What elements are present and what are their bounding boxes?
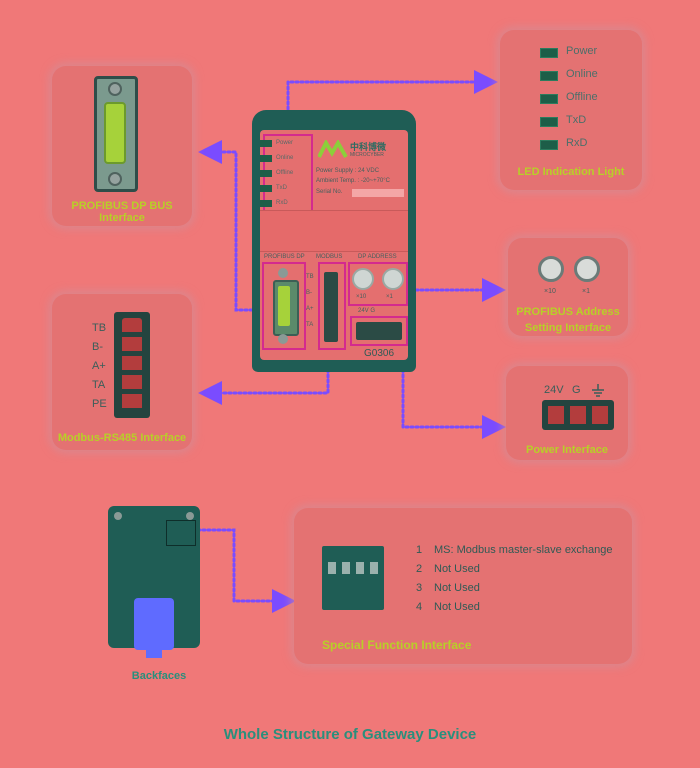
modbus-pin-label: A+ — [306, 306, 314, 312]
dp-bus-caption: PROFIBUS DP BUS Interface — [71, 200, 173, 224]
screw-icon — [114, 512, 122, 520]
modbus-pin-label: TA — [306, 322, 314, 328]
rs485-screws — [122, 318, 142, 412]
db9-pins — [104, 102, 126, 164]
backfaces-caption: Backfaces — [131, 670, 187, 682]
function-item-num: 4 — [416, 601, 423, 613]
device-backface — [108, 506, 200, 658]
power-terminal-screws — [548, 406, 608, 424]
port-label-profibus: PROFIBUS DP — [264, 254, 305, 260]
rs485-label: TB — [92, 322, 107, 334]
power-label-g: G — [572, 384, 581, 396]
led-indication-panel: Power Online Offline TxD RxD LED Indicat… — [500, 30, 642, 190]
profibus-address-panel: ×10 ×1 PROFIBUS Address Setting Interfac… — [508, 238, 628, 336]
ground-icon — [592, 384, 604, 397]
led-label: RxD — [566, 137, 588, 149]
device-dial-x1-label: ×1 — [386, 294, 393, 300]
screw-icon — [186, 512, 194, 520]
function-item-text: Not Used — [434, 563, 480, 575]
rs485-label: PE — [92, 398, 107, 410]
device-dial-box — [348, 262, 408, 306]
rs485-label: B- — [92, 341, 103, 353]
function-item-text: Not Used — [434, 601, 480, 613]
device-led-label: Online — [276, 155, 294, 161]
rs485-panel-caption: Modbus-RS485 Interface — [57, 432, 187, 444]
dial-x10-label: ×10 — [544, 288, 556, 295]
device-dial-x1 — [382, 268, 404, 290]
port-label-modbus: MODBUS — [316, 254, 343, 260]
device-led-label: RxD — [276, 200, 288, 206]
led-label: Offline — [566, 91, 598, 103]
screw-icon — [278, 334, 288, 344]
function-panel-caption: Special Function Interface — [322, 638, 472, 652]
label-band — [260, 210, 408, 252]
port-label-dp-address: DP ADDRESS — [358, 254, 397, 260]
spec-serial-no: Serial No. — [316, 189, 343, 195]
modbus-pin-label: B- — [306, 290, 312, 296]
device-db9-pins — [278, 286, 290, 326]
function-item-num: 2 — [416, 563, 423, 575]
modbus-pin-label: TB — [306, 274, 314, 280]
address-panel-caption: PROFIBUS Address Setting Interface — [516, 306, 620, 334]
function-item-num: 1 — [416, 544, 423, 556]
logo-english: MICROCYBER — [350, 152, 384, 158]
dip-switch-block — [322, 546, 384, 610]
function-item-num: 3 — [416, 582, 423, 594]
logo-chinese: 中科博微 — [350, 142, 387, 152]
function-item: 2 Not Used — [416, 563, 480, 575]
page-title: Whole Structure of Gateway Device — [223, 726, 477, 743]
dial-x1-icon — [574, 256, 600, 282]
function-item-text: Not Used — [434, 582, 480, 594]
led-panel-caption: LED Indication Light — [517, 166, 625, 178]
din-rail-tab — [146, 650, 162, 658]
spec-power-supply: Power Supply : 24 VDC — [316, 168, 380, 174]
device-db9-box — [262, 262, 306, 350]
rs485-label: A+ — [92, 360, 106, 372]
function-item: 3 Not Used — [416, 582, 480, 594]
device-led-label: Offline — [276, 170, 294, 176]
profibus-dp-panel: PROFIBUS DP BUS Interface — [52, 66, 192, 226]
rs485-label: TA — [92, 379, 106, 391]
dial-x1-label: ×1 — [582, 288, 590, 295]
device-power-terminal — [356, 322, 402, 340]
gateway-device: Power Online Offline TxD RxD 中科博微 MICROC… — [252, 110, 416, 372]
spec-ambient-temp: Ambient Temp. : -20~+70°C — [316, 178, 390, 184]
function-item-text: MS: Modbus master-slave exchange — [434, 544, 613, 556]
arrow-function — [196, 528, 296, 613]
modbus-rs485-panel: TB B- A+ TA PE Modbus-RS485 Interface — [52, 294, 192, 450]
device-led-label: Power — [276, 140, 294, 146]
microcyber-logo-icon — [318, 140, 348, 158]
power-panel-caption: Power Interface — [526, 444, 608, 456]
led-label: Power — [566, 45, 598, 57]
arrow-dp-bus — [198, 140, 264, 312]
arrow-power — [401, 343, 506, 439]
device-dial-x10-label: ×10 — [356, 294, 367, 300]
device-modbus-terminal — [324, 272, 338, 342]
device-modbus-box — [318, 262, 346, 350]
device-power-terminal-label: 24V G — [358, 308, 376, 314]
device-power-box — [350, 316, 408, 346]
device-model: G0306 — [364, 348, 395, 359]
screw-icon — [108, 172, 122, 186]
dial-x10-icon — [538, 256, 564, 282]
power-label-24v: 24V — [544, 384, 564, 396]
device-led-label: TxD — [276, 185, 287, 191]
screw-icon — [108, 82, 122, 96]
device-dial-x10 — [352, 268, 374, 290]
led-label: Online — [566, 68, 598, 80]
led-label: TxD — [566, 114, 587, 126]
backface-dip-window — [166, 520, 196, 546]
power-interface-panel: 24V G Power Interface — [506, 366, 628, 460]
function-item: 1 MS: Modbus master-slave exchange — [416, 544, 613, 556]
function-item: 4 Not Used — [416, 601, 480, 613]
din-rail-clip — [134, 598, 174, 650]
serial-no-field — [352, 189, 404, 197]
screw-icon — [278, 268, 288, 278]
